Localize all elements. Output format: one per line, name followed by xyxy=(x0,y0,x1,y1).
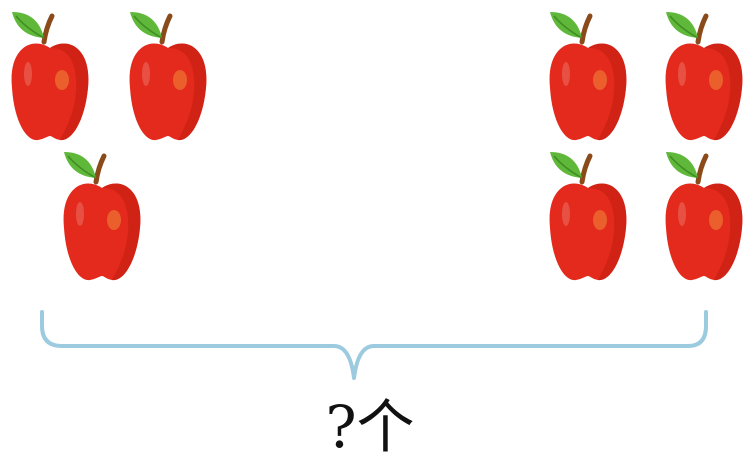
apple-icon xyxy=(546,8,630,148)
apple-icon xyxy=(126,8,210,148)
apple-icon-graphic xyxy=(11,12,89,141)
apple-icon xyxy=(662,8,744,148)
question-count-label: ?个 xyxy=(325,393,415,461)
apple-icon-graphic xyxy=(129,12,207,141)
apple-icon xyxy=(8,8,92,148)
apple-icon-graphic xyxy=(665,152,743,281)
apple-icon-graphic xyxy=(665,12,743,141)
apple-icon xyxy=(662,148,744,288)
apple-icon xyxy=(60,148,144,288)
apple-icon xyxy=(546,148,630,288)
apple-icon-graphic xyxy=(549,12,627,141)
apple-icon-graphic xyxy=(549,152,627,281)
apple-icon-graphic xyxy=(63,152,141,281)
